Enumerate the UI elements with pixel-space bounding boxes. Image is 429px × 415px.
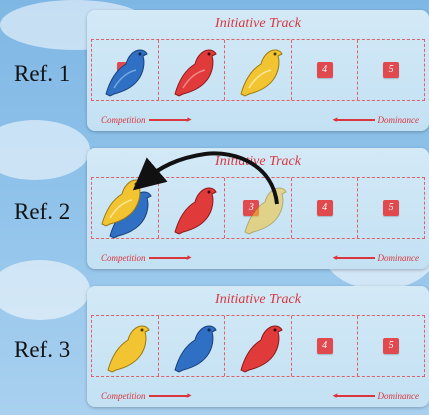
arrowhead-icon: ◂ <box>332 114 337 125</box>
cell-number-4: 4 <box>316 338 333 354</box>
competition-label: Competition ▸ <box>101 252 191 263</box>
cell-number-5: 5 <box>383 200 400 216</box>
board-title: Initiative Track <box>215 292 301 307</box>
dominance-label: ◂ Dominance <box>332 390 419 401</box>
yellow-bird-token[interactable] <box>235 42 285 98</box>
yellow-bird-token[interactable] <box>102 318 152 374</box>
left-arrow-icon <box>334 394 375 397</box>
initiative-track-board-3: Initiative Track 4 5 Competit <box>87 286 429 407</box>
board-title: Initiative Track <box>215 154 301 169</box>
arrowhead-icon: ◂ <box>332 252 337 263</box>
competition-text: Competition <box>101 252 146 263</box>
yellow-bird-ghost-token <box>244 187 287 235</box>
yellow-bird-token[interactable] <box>96 172 146 228</box>
competition-label: Competition ▸ <box>101 114 191 125</box>
track-cell-3[interactable]: 3 <box>225 178 292 238</box>
track-cell-2[interactable] <box>159 178 226 238</box>
dominance-label: ◂ Dominance <box>332 114 419 125</box>
left-arrow-icon <box>334 256 375 259</box>
competition-text: Competition <box>101 114 146 125</box>
cell-number-4: 4 <box>316 200 333 216</box>
arrowhead-icon: ▸ <box>186 252 192 262</box>
left-arrow-icon <box>334 118 375 121</box>
track-cell-4[interactable]: 4 <box>292 178 359 238</box>
initiative-track-board-1: Initiative Track 4 <box>87 10 429 131</box>
cloud <box>0 260 90 320</box>
track-cell-2[interactable] <box>159 40 226 100</box>
track-cell-1[interactable] <box>92 40 159 100</box>
blue-bird-token[interactable] <box>169 318 219 374</box>
blue-bird-token[interactable] <box>100 42 150 98</box>
arrowhead-icon: ▸ <box>186 390 192 400</box>
dominance-text: Dominance <box>377 390 420 401</box>
track-cells: 4 5 <box>91 39 425 101</box>
ref-label-1: Ref. 1 <box>14 61 71 86</box>
right-arrow-icon <box>148 256 189 259</box>
dominance-text: Dominance <box>377 252 420 263</box>
initiative-track-board-2: Initiative Track 3 4 <box>87 148 429 269</box>
cell-number-4: 4 <box>316 62 333 78</box>
right-arrow-icon <box>148 118 189 121</box>
track-cells: 4 5 <box>91 315 425 377</box>
track-cell-2[interactable] <box>159 316 226 376</box>
track-cell-4[interactable]: 4 <box>292 316 359 376</box>
competition-text: Competition <box>101 390 146 401</box>
track-cell-4[interactable]: 4 <box>292 40 359 100</box>
right-arrow-icon <box>148 394 189 397</box>
cell-number-5: 5 <box>383 338 400 354</box>
track-cell-1[interactable] <box>92 316 159 376</box>
track-cell-3[interactable] <box>225 40 292 100</box>
red-bird-token[interactable] <box>169 42 219 98</box>
track-cell-5[interactable]: 5 <box>358 316 424 376</box>
cell-number-5: 5 <box>383 62 400 78</box>
dominance-label: ◂ Dominance <box>332 252 419 263</box>
competition-label: Competition ▸ <box>101 390 191 401</box>
track-cell-5[interactable]: 5 <box>358 40 424 100</box>
track-cell-3[interactable] <box>225 316 292 376</box>
track-cell-1[interactable] <box>92 178 159 239</box>
arrowhead-icon: ◂ <box>332 390 337 401</box>
track-cell-5[interactable]: 5 <box>358 178 424 238</box>
red-bird-token[interactable] <box>235 318 285 374</box>
ref-label-2: Ref. 2 <box>14 199 71 224</box>
dominance-text: Dominance <box>377 114 420 125</box>
ref-label-3: Ref. 3 <box>14 337 71 362</box>
red-bird-token[interactable] <box>169 180 219 236</box>
track-cells: 3 4 5 <box>91 177 425 239</box>
arrowhead-icon: ▸ <box>186 114 192 124</box>
cloud <box>0 120 90 180</box>
board-title: Initiative Track <box>215 16 301 31</box>
